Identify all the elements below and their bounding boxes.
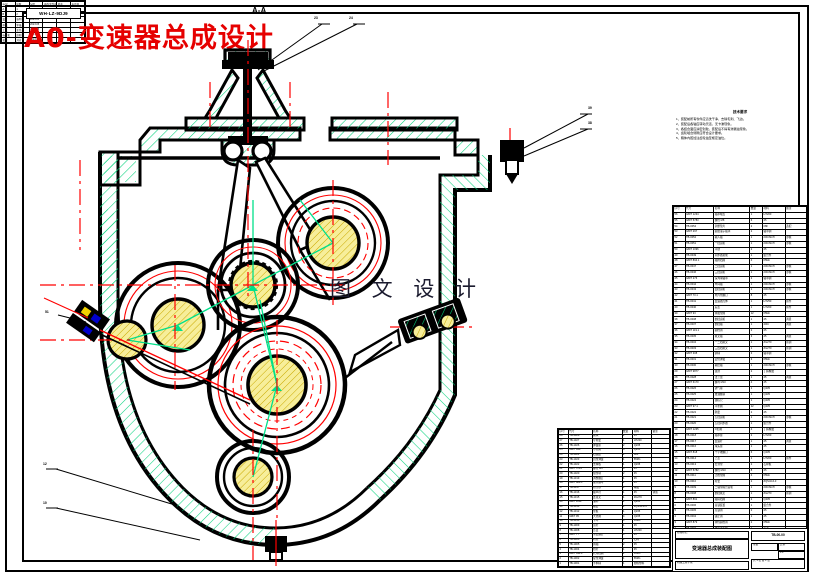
- balloon-12: 12: [43, 462, 47, 466]
- note-line: 5、箱体内腔加注齿轮油至规定油位。: [676, 136, 728, 141]
- table-cell: 酚醛塑料: [632, 561, 653, 567]
- balloon-23: 23: [314, 16, 318, 20]
- table-header-row: 序号代号名称数量材料备注: [558, 429, 670, 435]
- note-line: 2、装配后各轴应转动灵活，无卡滞现象。: [676, 121, 734, 126]
- drawing-code-text: WH-LZ-9DJ9: [39, 11, 68, 16]
- section-label-aa: A-A: [252, 6, 267, 15]
- centerlines: [40, 40, 511, 560]
- housing-section: [98, 116, 492, 548]
- drawing-frame-outer: [5, 5, 809, 572]
- balloon-10: 10: [43, 501, 47, 505]
- balloon-24: 24: [349, 16, 353, 20]
- institution-cell: 机械工程学院: [675, 561, 749, 570]
- table-cell: 1: [558, 561, 569, 567]
- signature-cell: [70, 36, 85, 44]
- weight-label-cell: 重量: [751, 543, 778, 551]
- dimension-lines: [126, 199, 334, 478]
- signature-cell: [42, 36, 58, 44]
- stage-label-cell: 阶段标记: [675, 531, 749, 539]
- leader-lines: [46, 23, 592, 541]
- table-cell: TB-1001: [567, 561, 593, 567]
- part-name-cell: 变速器总成装配图: [675, 539, 749, 559]
- signature-cell: 2023.06: [28, 36, 44, 44]
- note-line: 3、各结合面应涂密封胶，装配后不得有渗漏油现象。: [676, 126, 749, 131]
- scale-value-cell: 1:2: [778, 551, 805, 559]
- balloon-51: 51: [45, 310, 49, 314]
- drain-plug-detail: [265, 520, 287, 566]
- balloon-39: 39: [588, 106, 592, 110]
- drawing-code-box: WH-LZ-9DJ9: [26, 8, 81, 19]
- table-cell: 1: [621, 561, 634, 567]
- right-boss-bolt: [500, 140, 524, 184]
- table-cell: 手柄球: [591, 561, 623, 567]
- note-line: 1、装配前所有零件应清洗干净，去除毛刺、飞边。: [676, 117, 746, 122]
- table-cell: [651, 561, 670, 567]
- notes-heading: 技术要求: [732, 110, 748, 114]
- balloon-38: 38: [588, 121, 592, 125]
- watermark-text: 图 文 设 计: [330, 277, 484, 301]
- sheet-count-cell: 共 1 张 第 1 张: [751, 559, 805, 569]
- left-breather-detail: [43, 297, 251, 405]
- title-block: 变速器总成装配图 TB-00-00 阶段标记 重量 比例 1:2 共 1 张 第…: [672, 528, 808, 572]
- scale-label-cell: 比例: [778, 543, 805, 551]
- shift-rail-detail: [344, 298, 468, 379]
- note-line: 4、齿轮啮合侧隙应符合设计要求。: [676, 131, 725, 136]
- drawing-number-cell: TB-00-00: [751, 531, 805, 541]
- technical-notes: 技术要求 1、装配前所有零件应清洗干净，去除毛刺、飞边。 2、装配后各轴应转动灵…: [676, 110, 804, 141]
